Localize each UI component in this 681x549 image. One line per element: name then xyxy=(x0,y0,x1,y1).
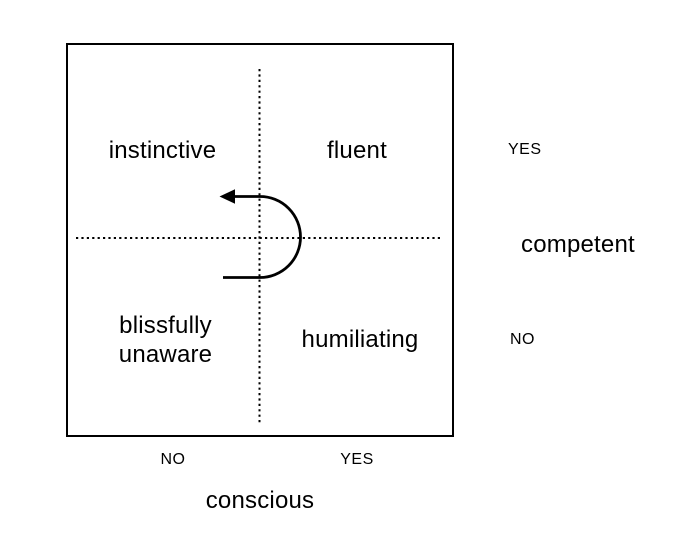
competent-no-label: NO xyxy=(510,331,535,348)
quadrant-top-right-label: fluent xyxy=(327,137,387,164)
matrix-box xyxy=(66,43,454,437)
conscious-yes-label: YES xyxy=(340,451,374,468)
quadrant-top-left-label: instinctive xyxy=(108,137,217,164)
conscious-axis-label: conscious xyxy=(205,487,315,514)
competent-axis-label: competent xyxy=(521,231,635,258)
quadrant-bottom-left-label: blissfully unaware xyxy=(118,312,213,368)
quadrant-bottom-right-label: humiliating xyxy=(301,326,419,353)
competent-yes-label: YES xyxy=(508,141,542,158)
conscious-no-label: NO xyxy=(160,451,186,468)
